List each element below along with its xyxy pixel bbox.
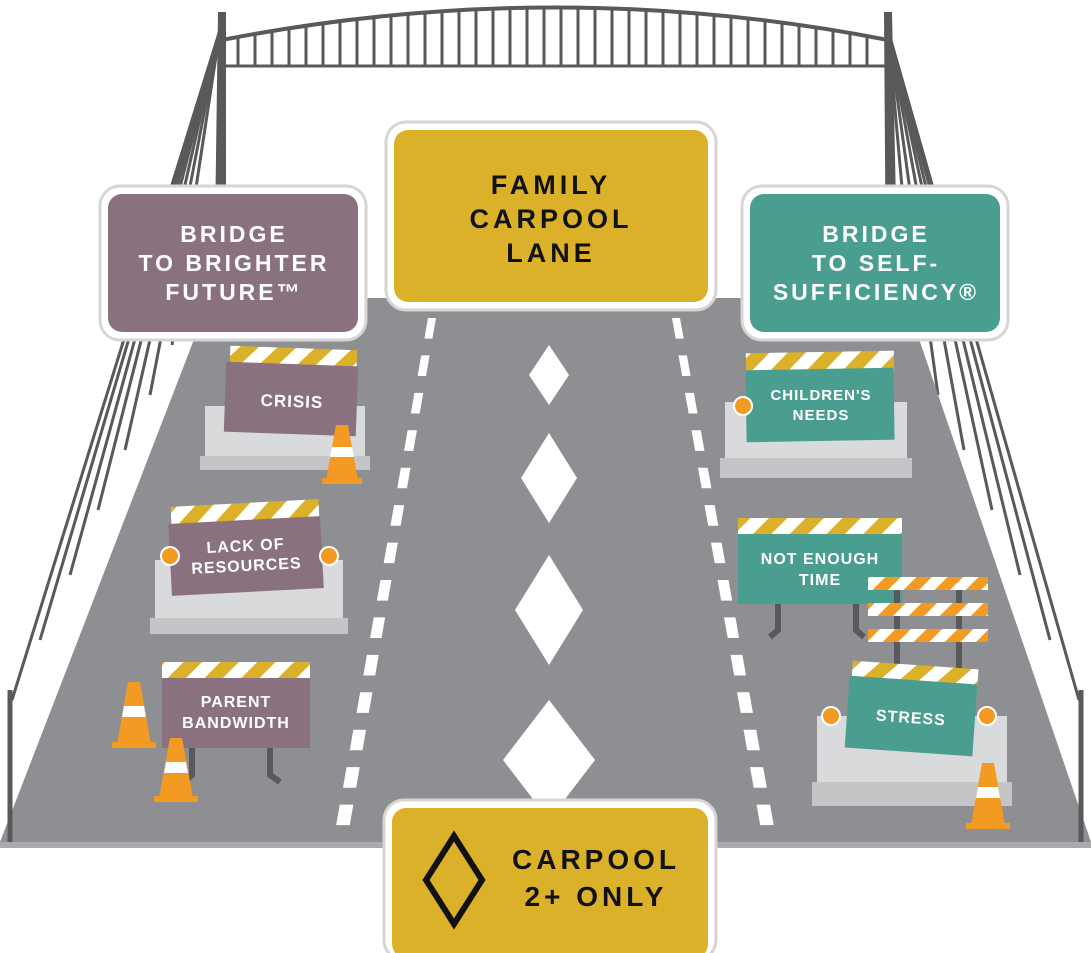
sign-center-line-2: CARPOOL <box>470 204 633 234</box>
parent-bandwidth-obstacle: PARENT BANDWIDTH <box>162 662 310 785</box>
diamond-lane-markers <box>503 345 595 820</box>
traffic-cone-icon <box>112 682 156 748</box>
sign-bottom-line-2: 2+ ONLY <box>525 881 668 912</box>
childrens-needs-obstacle: CHILDREN'S NEEDS <box>720 350 912 478</box>
warning-light-icon <box>977 706 997 726</box>
bridge-arch <box>221 5 889 68</box>
warning-light-icon <box>319 546 339 566</box>
diamond-lane-marker-icon <box>515 555 583 665</box>
not-enough-time-label-1: NOT ENOUGH <box>761 551 879 568</box>
sign-family-carpool-lane: FAMILY CARPOOL LANE <box>384 120 718 312</box>
sign-right-line-1: BRIDGE <box>822 221 929 247</box>
traffic-cone-icon <box>322 425 362 484</box>
warning-light-icon <box>821 706 841 726</box>
parent-bandwidth-label-2: BANDWIDTH <box>182 715 290 732</box>
crisis-label: CRISIS <box>260 391 323 412</box>
not-enough-time-obstacle: NOT ENOUGH TIME <box>738 518 902 640</box>
parent-bandwidth-label-1: PARENT <box>201 694 272 711</box>
diamond-lane-marker-icon <box>503 700 595 820</box>
sign-right-line-3: SUFFICIENCY® <box>773 279 979 305</box>
sign-left-line-2: TO BRIGHTER <box>138 250 329 276</box>
crisis-obstacle: CRISIS <box>200 345 370 470</box>
sign-carpool-2-only: CARPOOL 2+ ONLY <box>382 798 718 953</box>
diamond-lane-marker-icon <box>529 345 569 405</box>
sign-right-line-2: TO SELF- <box>812 250 940 276</box>
childrens-needs-label-1: CHILDREN'S <box>770 387 871 404</box>
stress-label: STRESS <box>875 708 946 730</box>
sign-left-line-1: BRIDGE <box>180 221 287 247</box>
warning-light-icon <box>160 546 180 566</box>
barricade-icon <box>868 577 988 668</box>
lack-of-resources-obstacle: LACK OF RESOURCES <box>150 499 348 634</box>
sign-left-line-3: FUTURE™ <box>165 279 302 305</box>
right-lane-divider <box>672 318 774 826</box>
not-enough-time-label-2: TIME <box>799 572 841 589</box>
lack-of-resources-label-1: LACK OF <box>206 536 285 557</box>
sign-bottom-line-1: CARPOOL <box>512 844 680 875</box>
left-lane-divider <box>336 318 436 826</box>
childrens-needs-label-2: NEEDS <box>793 407 850 424</box>
warning-light-icon <box>733 396 753 416</box>
sign-center-line-1: FAMILY <box>491 170 612 200</box>
diamond-icon <box>422 830 486 930</box>
sign-center-line-3: LANE <box>506 238 596 268</box>
traffic-cone-icon <box>966 763 1010 829</box>
lack-of-resources-label-2: RESOURCES <box>191 555 302 578</box>
stress-obstacle: STRESS <box>812 660 1012 806</box>
sign-bridge-to-brighter-future: BRIDGE TO BRIGHTER FUTURE™ <box>98 184 368 342</box>
diamond-lane-marker-icon <box>521 433 577 523</box>
traffic-cone-icon <box>154 738 198 802</box>
sign-bridge-to-self-sufficiency: BRIDGE TO SELF- SUFFICIENCY® <box>740 184 1010 342</box>
